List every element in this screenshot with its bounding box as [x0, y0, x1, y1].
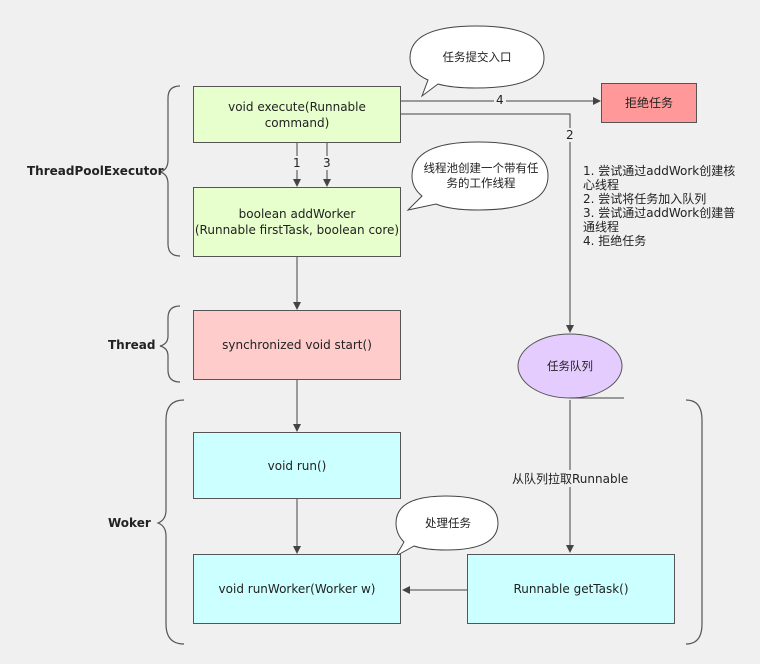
- node-execute: void execute(Runnable command): [193, 86, 401, 143]
- edge-2: [401, 113, 574, 333]
- edge-label-2: 2: [564, 128, 576, 142]
- node-run: void run(): [193, 432, 401, 499]
- edge-label-3: 3: [321, 156, 333, 170]
- brace-woker: [156, 399, 185, 645]
- group-label-thread: Thread: [108, 338, 156, 352]
- brace-executor: [159, 85, 181, 257]
- callout-entry: 任务提交入口: [442, 49, 512, 64]
- group-label-executor: ThreadPoolExecutor: [27, 164, 164, 178]
- callout-create-worker: 线程池创建一个带有任 务的工作线程: [423, 161, 539, 190]
- node-queue-label: 任务队列: [547, 358, 593, 373]
- edge-label-1: 1: [291, 156, 303, 170]
- brace-thread: [159, 305, 181, 383]
- callout-entry-shape: [409, 25, 545, 98]
- node-add-worker: boolean addWorker (Runnable firstTask, b…: [193, 187, 401, 257]
- notes-list: 1. 尝试通过addWork创建核 心线程 2. 尝试将任务加入队列 3. 尝试…: [583, 164, 753, 248]
- edge-label-4: 4: [494, 93, 506, 107]
- callout-process-shape: [394, 495, 499, 558]
- node-reject: 拒绝任务: [601, 83, 697, 123]
- note-item: 3. 尝试通过addWork创建普 通线程: [583, 206, 736, 234]
- note-item: 4. 拒绝任务: [583, 234, 647, 248]
- node-run-worker: void runWorker(Worker w): [193, 554, 401, 624]
- callout-create-worker-shape: [406, 141, 549, 211]
- group-label-woker: Woker: [108, 516, 151, 530]
- node-get-task: Runnable getTask(): [467, 554, 675, 624]
- edge-label-pull: 从队列拉取Runnable: [510, 470, 631, 487]
- node-start: synchronized void start(): [193, 310, 401, 380]
- note-item: 1. 尝试通过addWork创建核 心线程: [583, 164, 736, 192]
- note-item: 2. 尝试将任务加入队列: [583, 192, 707, 206]
- brace-woker-right: [685, 399, 703, 645]
- callout-process: 处理任务: [425, 515, 471, 530]
